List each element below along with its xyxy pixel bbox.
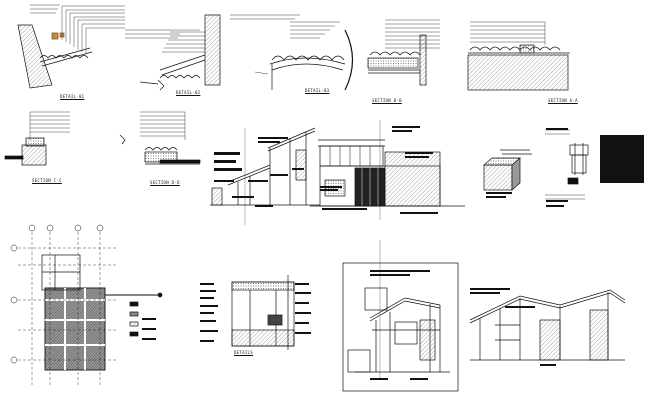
- detail-03-title: DETAIL-03: [305, 88, 330, 93]
- framed-section: [342, 240, 459, 392]
- annotation-bars: [142, 126, 644, 380]
- section-dd-drawing: [119, 111, 201, 165]
- detail-02-title: DETAIL-02: [176, 90, 201, 95]
- detail-01-title: DETAIL-01: [60, 94, 85, 99]
- detail-01-drawing: [17, 4, 125, 89]
- section-aa-drawing: [467, 21, 570, 91]
- section-dd-title: SECTION D-D: [150, 180, 180, 185]
- isometric-detail: [483, 149, 532, 191]
- floor-plan: [18, 232, 163, 385]
- wall-section: [231, 275, 295, 350]
- roof-section: [469, 289, 626, 361]
- section-bb-drawing: [367, 19, 440, 86]
- section-cc-drawing: [4, 111, 70, 166]
- section-cc-title: SECTION C-C: [32, 178, 62, 183]
- section-aa-title: SECTION A-A: [548, 98, 578, 103]
- wall-section-caption: DETAILS: [234, 350, 253, 355]
- side-elevation: [210, 127, 320, 225]
- detail-03-drawing: [230, 14, 354, 91]
- detail-02-drawing: [125, 14, 221, 91]
- column-detail: [545, 129, 589, 200]
- grid-bubbles: [10, 224, 104, 364]
- front-elevation: [310, 120, 465, 220]
- section-bb-title: SECTION B-B: [372, 98, 402, 103]
